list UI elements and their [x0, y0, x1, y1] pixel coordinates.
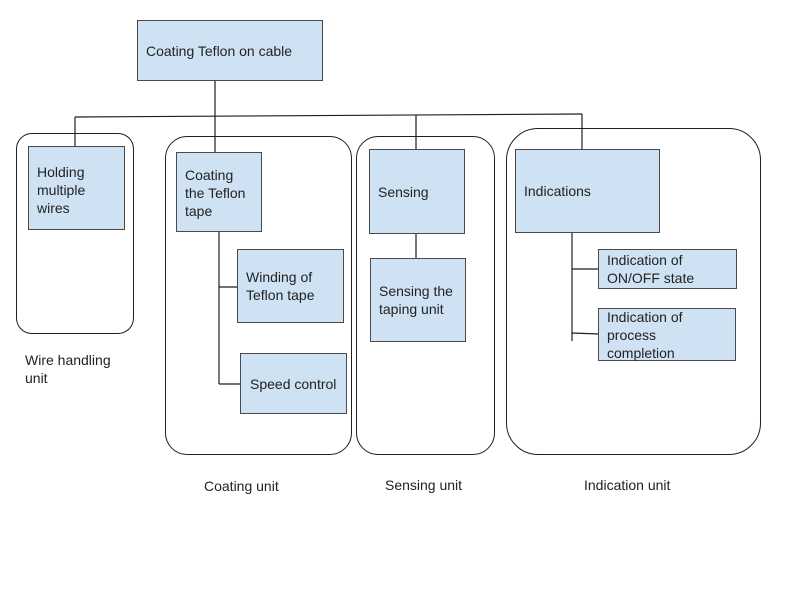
winding-teflon-tape-node: Winding of Teflon tape: [237, 249, 344, 323]
root-node: Coating Teflon on cable: [137, 20, 323, 81]
process-completion-label: Indication of process completion: [607, 308, 683, 361]
indication-branch-completion: [571, 332, 600, 335]
indication-unit-caption: Indication unit: [584, 476, 670, 494]
sensing-label: Sensing: [378, 183, 429, 200]
sensing-unit-caption-text: Sensing unit: [385, 477, 463, 493]
top-bus-line: [74, 113, 583, 118]
process-completion-node: Indication of process completion: [598, 308, 736, 361]
holding-wires-node: Holding multiple wires: [28, 146, 125, 230]
coating-teflon-tape-label: Coating the Teflon tape: [185, 167, 246, 219]
sensing-unit-group: [356, 136, 495, 455]
indication-unit-caption-text: Indication unit: [584, 477, 671, 493]
coating-unit-caption: Coating unit: [204, 477, 279, 495]
indications-node: Indications: [515, 149, 660, 233]
root-node-label: Coating Teflon on cable: [146, 42, 293, 59]
wire-handling-unit-caption: Wire handling unit: [25, 351, 135, 387]
coating-teflon-tape-node: Coating the Teflon tape: [176, 152, 262, 232]
sensing-taping-unit-node: Sensing the taping unit: [370, 258, 466, 342]
speed-control-node: Speed control: [240, 353, 347, 414]
holding-wires-label: Holding multiple wires: [37, 164, 86, 216]
wire-handling-unit-caption-text: Wire handling unit: [25, 352, 111, 386]
sensing-node: Sensing: [369, 149, 465, 234]
sensing-taping-unit-label: Sensing the taping unit: [379, 283, 453, 317]
indication-unit-group: [506, 128, 761, 455]
on-off-state-label: Indication of ON/OFF state: [607, 252, 695, 286]
speed-control-label: Speed control: [250, 375, 337, 392]
sensing-unit-caption: Sensing unit: [385, 476, 462, 494]
winding-teflon-tape-label: Winding of Teflon tape: [246, 269, 315, 303]
indications-label: Indications: [524, 183, 591, 199]
coating-unit-group: [165, 136, 352, 455]
on-off-state-node: Indication of ON/OFF state: [598, 249, 737, 289]
wire-handling-unit-group: [16, 133, 134, 334]
coating-unit-caption-text: Coating unit: [204, 478, 279, 494]
